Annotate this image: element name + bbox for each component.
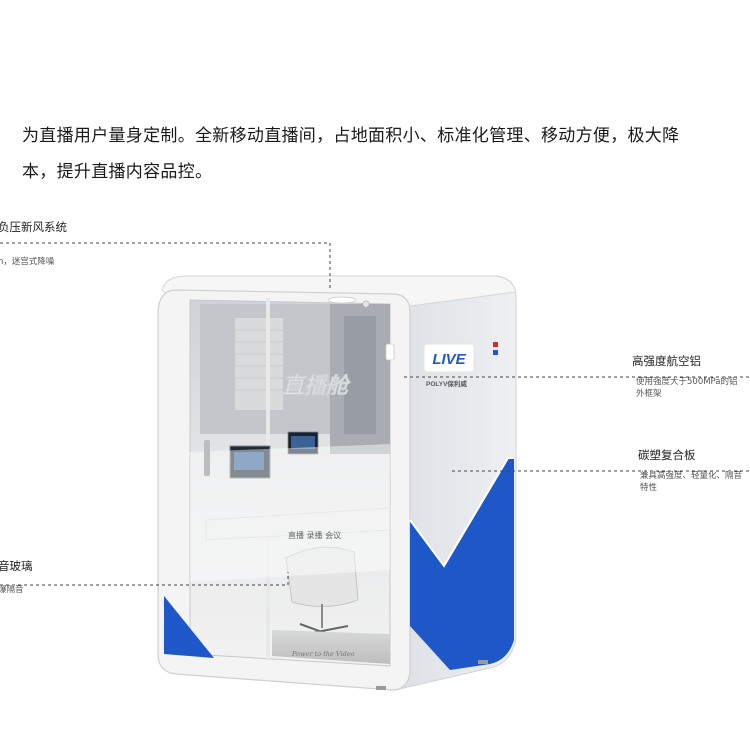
intro-line-2: 本，提升直播内容品控。 — [22, 162, 213, 182]
ceiling-light — [327, 296, 357, 304]
callout-aluminum-desc-1: 使用强度大于500MPa的铝 — [636, 376, 738, 387]
callout-ventilation-title: 负压新风系统 — [0, 220, 67, 234]
accent-left — [164, 596, 214, 658]
booth-sign: 直播舱 — [282, 373, 351, 399]
booth-floor — [272, 630, 390, 664]
callout-glass-title: 音玻璃 — [0, 559, 33, 573]
callout-line-ventilation — [0, 242, 331, 288]
live-logo-box — [423, 343, 475, 373]
callout-carbon-title: 碳塑复合板 — [638, 448, 696, 462]
chair — [285, 546, 359, 607]
callout-lines — [0, 242, 750, 586]
intro-line-1: 为直播用户量身定制。全新移动直播间，占地面积小、标准化管理、移动方便，极大降 — [22, 126, 680, 146]
accent-chevron — [410, 458, 514, 670]
brand-text: POLYV保利威 — [426, 379, 467, 388]
frosted-band — [190, 444, 390, 582]
intro-text: 为直播用户量身定制。全新移动直播间，占地面积小、标准化管理、移动方便，极大降 本… — [22, 118, 750, 190]
live-logo: LIVE — [432, 351, 466, 368]
acoustic-panel — [235, 318, 283, 410]
desk — [205, 507, 391, 541]
callout-ventilation-desc: n，迷宫式降噪 — [0, 256, 55, 267]
callout-carbon-desc-2: 特性 — [640, 482, 658, 493]
callout-glass-desc: 爆隔音 — [0, 584, 24, 595]
callout-line-glass — [0, 572, 289, 586]
callout-carbon-desc-1: 兼具高强度、轻量化、隔音 — [640, 470, 743, 481]
callout-aluminum-desc-2: 外框架 — [636, 388, 662, 399]
callout-aluminum-title: 高强度航空铝 — [632, 354, 701, 368]
desk-mode-labels: 直播 录播 会议 — [288, 530, 341, 540]
door-handle — [204, 440, 210, 476]
base-slogan: Power to the Video — [291, 650, 355, 658]
